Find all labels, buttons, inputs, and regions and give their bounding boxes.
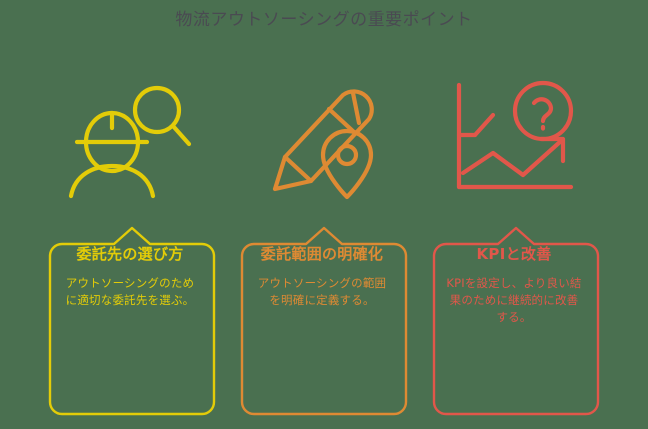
pencil-with-map-pin-icon (236, 70, 408, 210)
card-2-outline (240, 226, 408, 416)
column-3: KPIと改善 KPIを設定し、より良い結果のために継続的に改善する。 (428, 70, 600, 420)
columns-container: 委託先の選び方 アウトソーシングのために適切な委託先を選ぶ。 (0, 70, 648, 420)
card-3: KPIと改善 KPIを設定し、より良い結果のために継続的に改善する。 (430, 226, 600, 416)
card-2-body: 委託範囲の明確化 アウトソーシングの範囲を明確に定義する。 (246, 244, 398, 309)
column-2: 委託範囲の明確化 アウトソーシングの範囲を明確に定義する。 (236, 70, 408, 420)
page-title: 物流アウトソーシングの重要ポイント (175, 10, 473, 30)
card-3-text: KPIを設定し、より良い結果のために継続的に改善する。 (446, 276, 582, 324)
card-2: 委託範囲の明確化 アウトソーシングの範囲を明確に定義する。 (238, 226, 408, 416)
column-1: 委託先の選び方 アウトソーシングのために適切な委託先を選ぶ。 (44, 70, 216, 420)
card-3-title: KPIと改善 (476, 245, 552, 263)
card-3-outline (432, 226, 600, 416)
card-1-title: 委託先の選び方 (76, 245, 184, 263)
growth-chart-with-question-icon (428, 70, 600, 210)
card-3-body: KPIと改善 KPIを設定し、より良い結果のために継続的に改善する。 (438, 244, 590, 326)
card-1-outline (48, 226, 216, 416)
card-2-text: アウトソーシングの範囲を明確に定義する。 (257, 276, 387, 307)
card-1-body: 委託先の選び方 アウトソーシングのために適切な委託先を選ぶ。 (54, 244, 206, 309)
card-1: 委託先の選び方 アウトソーシングのために適切な委託先を選ぶ。 (46, 226, 216, 416)
card-1-text: アウトソーシングのために適切な委託先を選ぶ。 (65, 276, 195, 307)
worker-with-magnifier-icon (44, 70, 216, 210)
card-2-title: 委託範囲の明確化 (260, 245, 384, 263)
